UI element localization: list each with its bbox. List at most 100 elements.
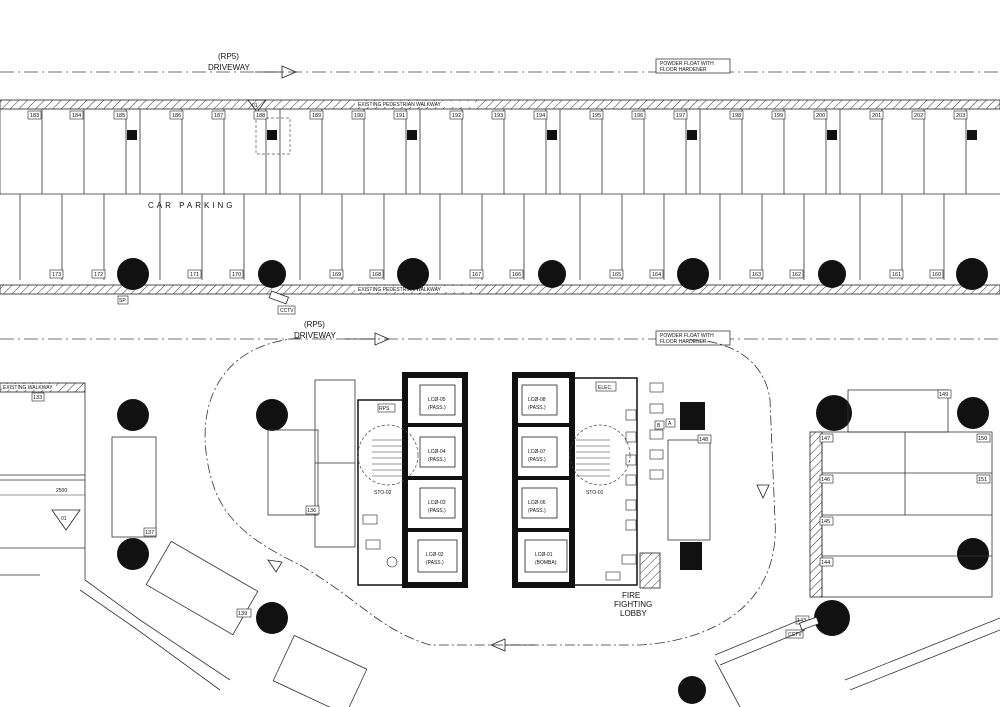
- svg-text:162: 162: [792, 272, 801, 278]
- svg-text:183: 183: [30, 113, 39, 119]
- lift-lc03-type: (PASS.): [428, 508, 446, 514]
- driveway-label-mid-1: (RP5): [304, 320, 325, 329]
- section-marker-top: 01: [247, 99, 267, 113]
- powder-float-mid-1: POWDER FLOAT WITH: [660, 333, 714, 339]
- svg-text:146: 146: [821, 477, 830, 483]
- camera-icon: [268, 290, 289, 305]
- svg-text:151: 151: [978, 477, 987, 483]
- top-driveway: (RP5) DRIVEWAY POWDER FLOAT WITH FLOOR H…: [0, 52, 1000, 79]
- svg-text:B: B: [657, 423, 661, 429]
- section-marker-left: 01: [51, 509, 81, 531]
- lift-lc04-id: LCØ-04: [428, 449, 446, 455]
- svg-text:203: 203: [956, 113, 965, 119]
- right-area: 148 149 147 150 146 151 145 144 14: [667, 389, 1000, 707]
- svg-text:198: 198: [732, 113, 741, 119]
- driveway-label-top-1: (RP5): [218, 52, 239, 61]
- loop-road: [204, 337, 776, 652]
- svg-text:191: 191: [396, 113, 405, 119]
- fire-lobby-line-2: FIGHTING: [614, 600, 652, 609]
- core-right: ELEC. STO-01 LCØ-08 (PASS.) LCØ-07 (PASS…: [512, 372, 676, 618]
- lift-lc05-id: LCØ-05: [428, 397, 446, 403]
- svg-text:2500: 2500: [56, 488, 67, 494]
- tag-b: B: [654, 420, 665, 430]
- svg-text:172: 172: [94, 272, 103, 278]
- bottom-walkway: EXISTING PEDESTRIAN WALKWAY: [0, 284, 1000, 295]
- svg-text:136: 136: [307, 508, 316, 514]
- lift-lc03-id: LCØ-03: [428, 500, 446, 506]
- svg-text:185: 185: [116, 113, 125, 119]
- svg-text:164: 164: [652, 272, 661, 278]
- svg-text:170: 170: [232, 272, 241, 278]
- svg-text:171: 171: [190, 272, 199, 278]
- powder-float-top-1: POWDER FLOAT WITH: [660, 61, 714, 67]
- svg-text:189: 189: [312, 113, 321, 119]
- lift-lc04-type: (PASS.): [428, 457, 446, 463]
- arrow-right-icon: [345, 332, 391, 346]
- svg-text:165: 165: [612, 272, 621, 278]
- svg-text:STO-01: STO-01: [586, 490, 604, 496]
- lift-lc01-id: LCØ-01: [535, 552, 553, 558]
- svg-text:ELEC.: ELEC.: [598, 385, 612, 391]
- arrow-curve-icon: [267, 559, 283, 573]
- tag-a: A: [665, 418, 676, 428]
- lift-lc08-type: (PASS.): [528, 405, 546, 411]
- svg-text:193: 193: [494, 113, 503, 119]
- car-parking-label: CAR PARKING: [148, 201, 236, 210]
- svg-text:01: 01: [61, 516, 67, 522]
- camera-icon: [799, 616, 820, 631]
- svg-text:EXISTING WALKWAY: EXISTING WALKWAY: [3, 385, 53, 391]
- powder-float-mid-2: FLOOR HARDENER: [660, 339, 707, 345]
- svg-text:143: 143: [797, 618, 806, 624]
- fire-lobby-line-3: LOBBY: [620, 609, 647, 618]
- svg-text:192: 192: [452, 113, 461, 119]
- sp-tag: SP: [117, 295, 129, 305]
- svg-text:RPS: RPS: [379, 406, 390, 412]
- arrow-left-icon: [489, 638, 535, 652]
- svg-text:173: 173: [52, 272, 61, 278]
- lift-lc01-type: (BOMBA): [535, 560, 557, 566]
- svg-text:137: 137: [145, 530, 154, 536]
- cctv-top: CCTV: [268, 290, 296, 315]
- round-columns-row: [117, 258, 988, 290]
- svg-text:200: 200: [816, 113, 825, 119]
- lift-lc02-id: LCØ-02: [426, 552, 444, 558]
- svg-text:144: 144: [821, 560, 830, 566]
- driveway-label-top-2: DRIVEWAY: [208, 63, 250, 72]
- svg-text:145: 145: [821, 519, 830, 525]
- svg-text:A: A: [668, 421, 672, 427]
- svg-text:184: 184: [72, 113, 81, 119]
- lift-lc06-id: LCØ-06: [528, 500, 546, 506]
- top-walkway: EXISTING PEDESTRIAN WALKWAY: [0, 99, 1000, 110]
- svg-text:202: 202: [914, 113, 923, 119]
- lift-lc07-type: (PASS.): [528, 457, 546, 463]
- svg-text:166: 166: [512, 272, 521, 278]
- lift-lc06-type: (PASS.): [528, 508, 546, 514]
- svg-text:SP: SP: [119, 298, 126, 304]
- svg-text:150: 150: [978, 436, 987, 442]
- svg-text:196: 196: [634, 113, 643, 119]
- svg-text:167: 167: [472, 272, 481, 278]
- svg-text:139: 139: [238, 611, 247, 617]
- fire-lobby-line-1: FIRE: [622, 591, 640, 600]
- svg-text:CCTV: CCTV: [788, 632, 802, 638]
- svg-text:148: 148: [699, 437, 708, 443]
- svg-text:161: 161: [892, 272, 901, 278]
- walkway-text-top: EXISTING PEDESTRIAN WALKWAY: [358, 102, 442, 108]
- lift-lc07-id: LCØ-07: [528, 449, 546, 455]
- svg-text:168: 168: [372, 272, 381, 278]
- svg-text:163: 163: [752, 272, 761, 278]
- core-left: RPS STO-02 LCØ-05 (PASS.) LCØ-04 (PASS.)…: [357, 372, 468, 588]
- arrow-right-icon: [255, 65, 298, 79]
- svg-text:147: 147: [821, 436, 830, 442]
- right-bay-labels: 147 150 146 151 145 144 143: [795, 433, 991, 625]
- lift-lc02-type: (PASS.): [426, 560, 444, 566]
- parking-row: 01 CAR PARKING 183 184 185 186 187 188 1…: [0, 99, 1000, 315]
- svg-text:188: 188: [256, 113, 265, 119]
- svg-text:199: 199: [774, 113, 783, 119]
- powder-float-top-2: FLOOR HARDENER: [660, 67, 707, 73]
- svg-text:186: 186: [172, 113, 181, 119]
- svg-text:149: 149: [939, 392, 948, 398]
- svg-text:194: 194: [536, 113, 545, 119]
- svg-text:160: 160: [932, 272, 941, 278]
